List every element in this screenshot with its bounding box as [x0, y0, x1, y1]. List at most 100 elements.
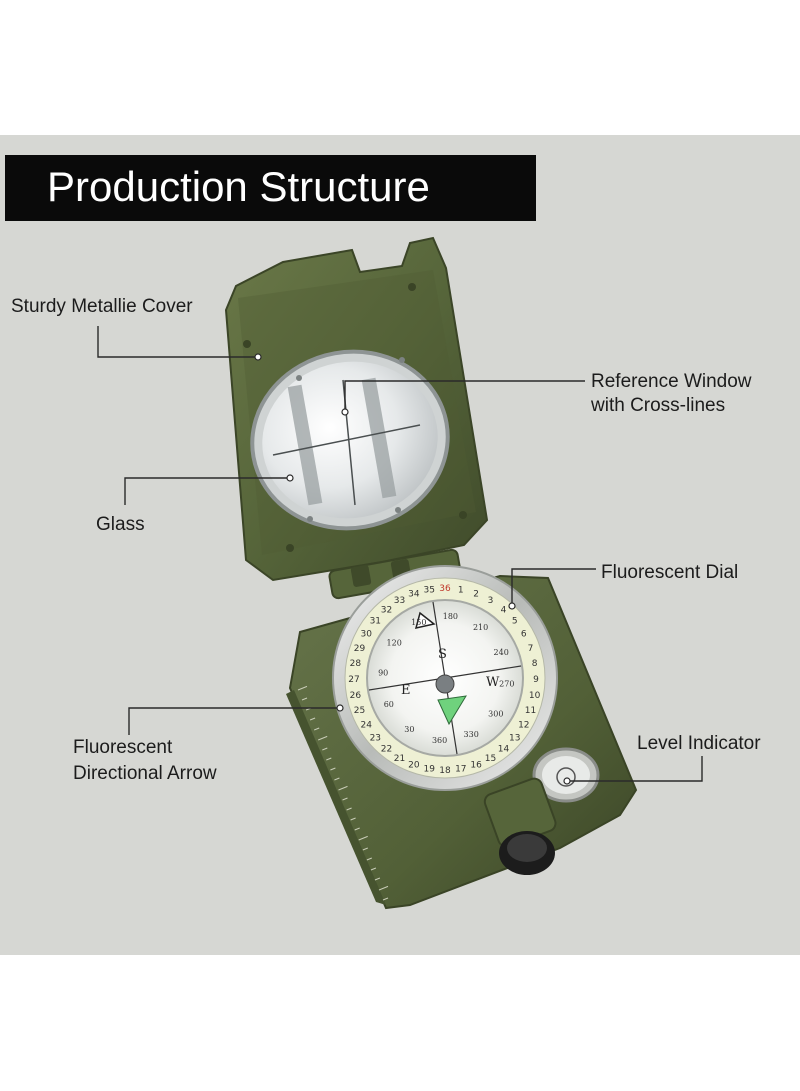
ruler-tick: [322, 747, 328, 751]
dial-leader: [511, 568, 596, 606]
outer-scale-number: 31: [370, 617, 381, 627]
outer-scale-number: 10: [529, 691, 541, 701]
outer-scale-number: 36: [439, 584, 451, 594]
glass-window: [250, 349, 450, 531]
outer-scale-number: 23: [370, 734, 381, 744]
label-arrow-line1: Fluorescent: [73, 737, 173, 758]
cover-leader: [97, 326, 258, 358]
outer-scale-number: 12: [518, 721, 529, 731]
title-banner: [5, 155, 536, 221]
outer-scale-number: 14: [498, 745, 510, 755]
outer-scale-number: 9: [533, 675, 539, 685]
leader-lines: [97, 326, 703, 782]
arrow-leader: [128, 707, 340, 735]
inner-scale-number: 180: [443, 612, 458, 621]
outer-scale-number: 34: [408, 590, 420, 600]
ruler-tick: [378, 885, 389, 891]
ruler-tick: [350, 817, 356, 821]
outer-scale-number: 1: [458, 585, 464, 595]
ruler-tick: [366, 857, 372, 861]
outer-scale-number: 25: [354, 706, 365, 716]
inner-scale-number: 90: [378, 669, 388, 678]
ruler-tick: [362, 847, 368, 851]
level-leader: [567, 756, 703, 782]
outer-scale-number: 27: [348, 675, 359, 685]
ruler-tick: [326, 757, 332, 761]
window-leader: [344, 380, 585, 412]
outer-scale-number: 15: [485, 754, 496, 764]
level-bubble: [532, 747, 600, 803]
outer-scale-number: 13: [509, 734, 520, 744]
outer-scale-number: 2: [473, 590, 479, 600]
inner-scale-number: 330: [464, 730, 479, 739]
outer-scale-number: 7: [528, 644, 534, 654]
ruler-tick: [346, 807, 352, 811]
outer-scale-number: 4: [501, 605, 507, 615]
inner-scale-number: 30: [404, 725, 414, 734]
ruler-tick: [297, 685, 308, 691]
outer-scale-number: 33: [394, 596, 405, 606]
outer-scale-number: 28: [350, 659, 362, 669]
ruler-tick: [334, 777, 340, 781]
ruler-tick: [309, 717, 316, 721]
ruler-tick: [370, 867, 377, 871]
page-title: Production Structure: [47, 163, 430, 210]
outer-scale-number: 26: [350, 691, 362, 701]
inner-scale-number: 210: [473, 623, 488, 632]
ruler-tick: [382, 897, 389, 901]
ruler-tick: [354, 827, 360, 831]
sighting-lens: [483, 777, 557, 875]
inner-scale-number: 150: [411, 618, 426, 627]
inner-scale-number: 120: [387, 638, 402, 647]
inner-scale-number: 240: [494, 648, 509, 657]
outer-scale-number: 11: [525, 706, 536, 716]
svg-text:S: S: [438, 647, 447, 662]
fluorescent-directional-arrow: [437, 695, 467, 726]
inner-scale-number: 270: [499, 679, 514, 688]
cardinal-marks: S W E: [401, 647, 500, 698]
outer-scale-number: 30: [360, 630, 372, 640]
outer-scale-number: 5: [512, 617, 518, 627]
outer-scale-number: 32: [381, 605, 392, 615]
label-dial: Fluorescent Dial: [601, 562, 739, 583]
inner-scale-number: 360: [432, 736, 447, 745]
outer-scale-number: 22: [381, 745, 392, 755]
outer-scale-number: 24: [360, 721, 372, 731]
fluorescent-dial: [332, 565, 558, 791]
ruler-scale: [297, 685, 389, 901]
outer-scale-number: 8: [532, 659, 538, 669]
svg-text:E: E: [401, 683, 411, 698]
label-arrow-line2: Directional Arrow: [73, 763, 217, 784]
ruler-tick: [342, 797, 348, 801]
ruler-tick: [374, 877, 381, 881]
ruler-tick: [314, 727, 320, 731]
inner-dial-scale: 150 180 210 240 270 300 330 360 30 60 90 120: [378, 612, 514, 745]
label-glass: Glass: [96, 514, 145, 535]
label-window-line2: with Cross-lines: [591, 395, 726, 416]
outer-scale-number: 6: [521, 630, 527, 640]
outer-scale-number: 17: [455, 765, 466, 775]
ruler-tick: [318, 735, 328, 741]
label-cover: Sturdy Metallie Cover: [11, 296, 193, 317]
outer-scale-number: 18: [439, 766, 451, 776]
glass-leader: [124, 477, 290, 505]
label-window-line1: Reference Window: [591, 371, 752, 392]
leader-endpoints: [254, 353, 571, 785]
svg-text:W: W: [486, 675, 500, 690]
outer-scale-number: 3: [488, 596, 494, 606]
inner-scale-number: 60: [384, 700, 394, 709]
outer-scale-number: 16: [470, 761, 482, 771]
inner-scale-number: 300: [488, 710, 503, 719]
ruler-tick: [338, 785, 348, 791]
outer-scale-number: 19: [423, 765, 435, 775]
outer-scale-number: 35: [423, 585, 434, 595]
ruler-tick: [301, 697, 308, 701]
outer-scale-number: 21: [394, 754, 405, 764]
ruler-tick: [358, 835, 368, 841]
label-level: Level Indicator: [637, 733, 761, 754]
outer-scale-number: 20: [408, 761, 420, 771]
outer-scale-number: 29: [354, 644, 366, 654]
ruler-tick: [330, 767, 336, 771]
